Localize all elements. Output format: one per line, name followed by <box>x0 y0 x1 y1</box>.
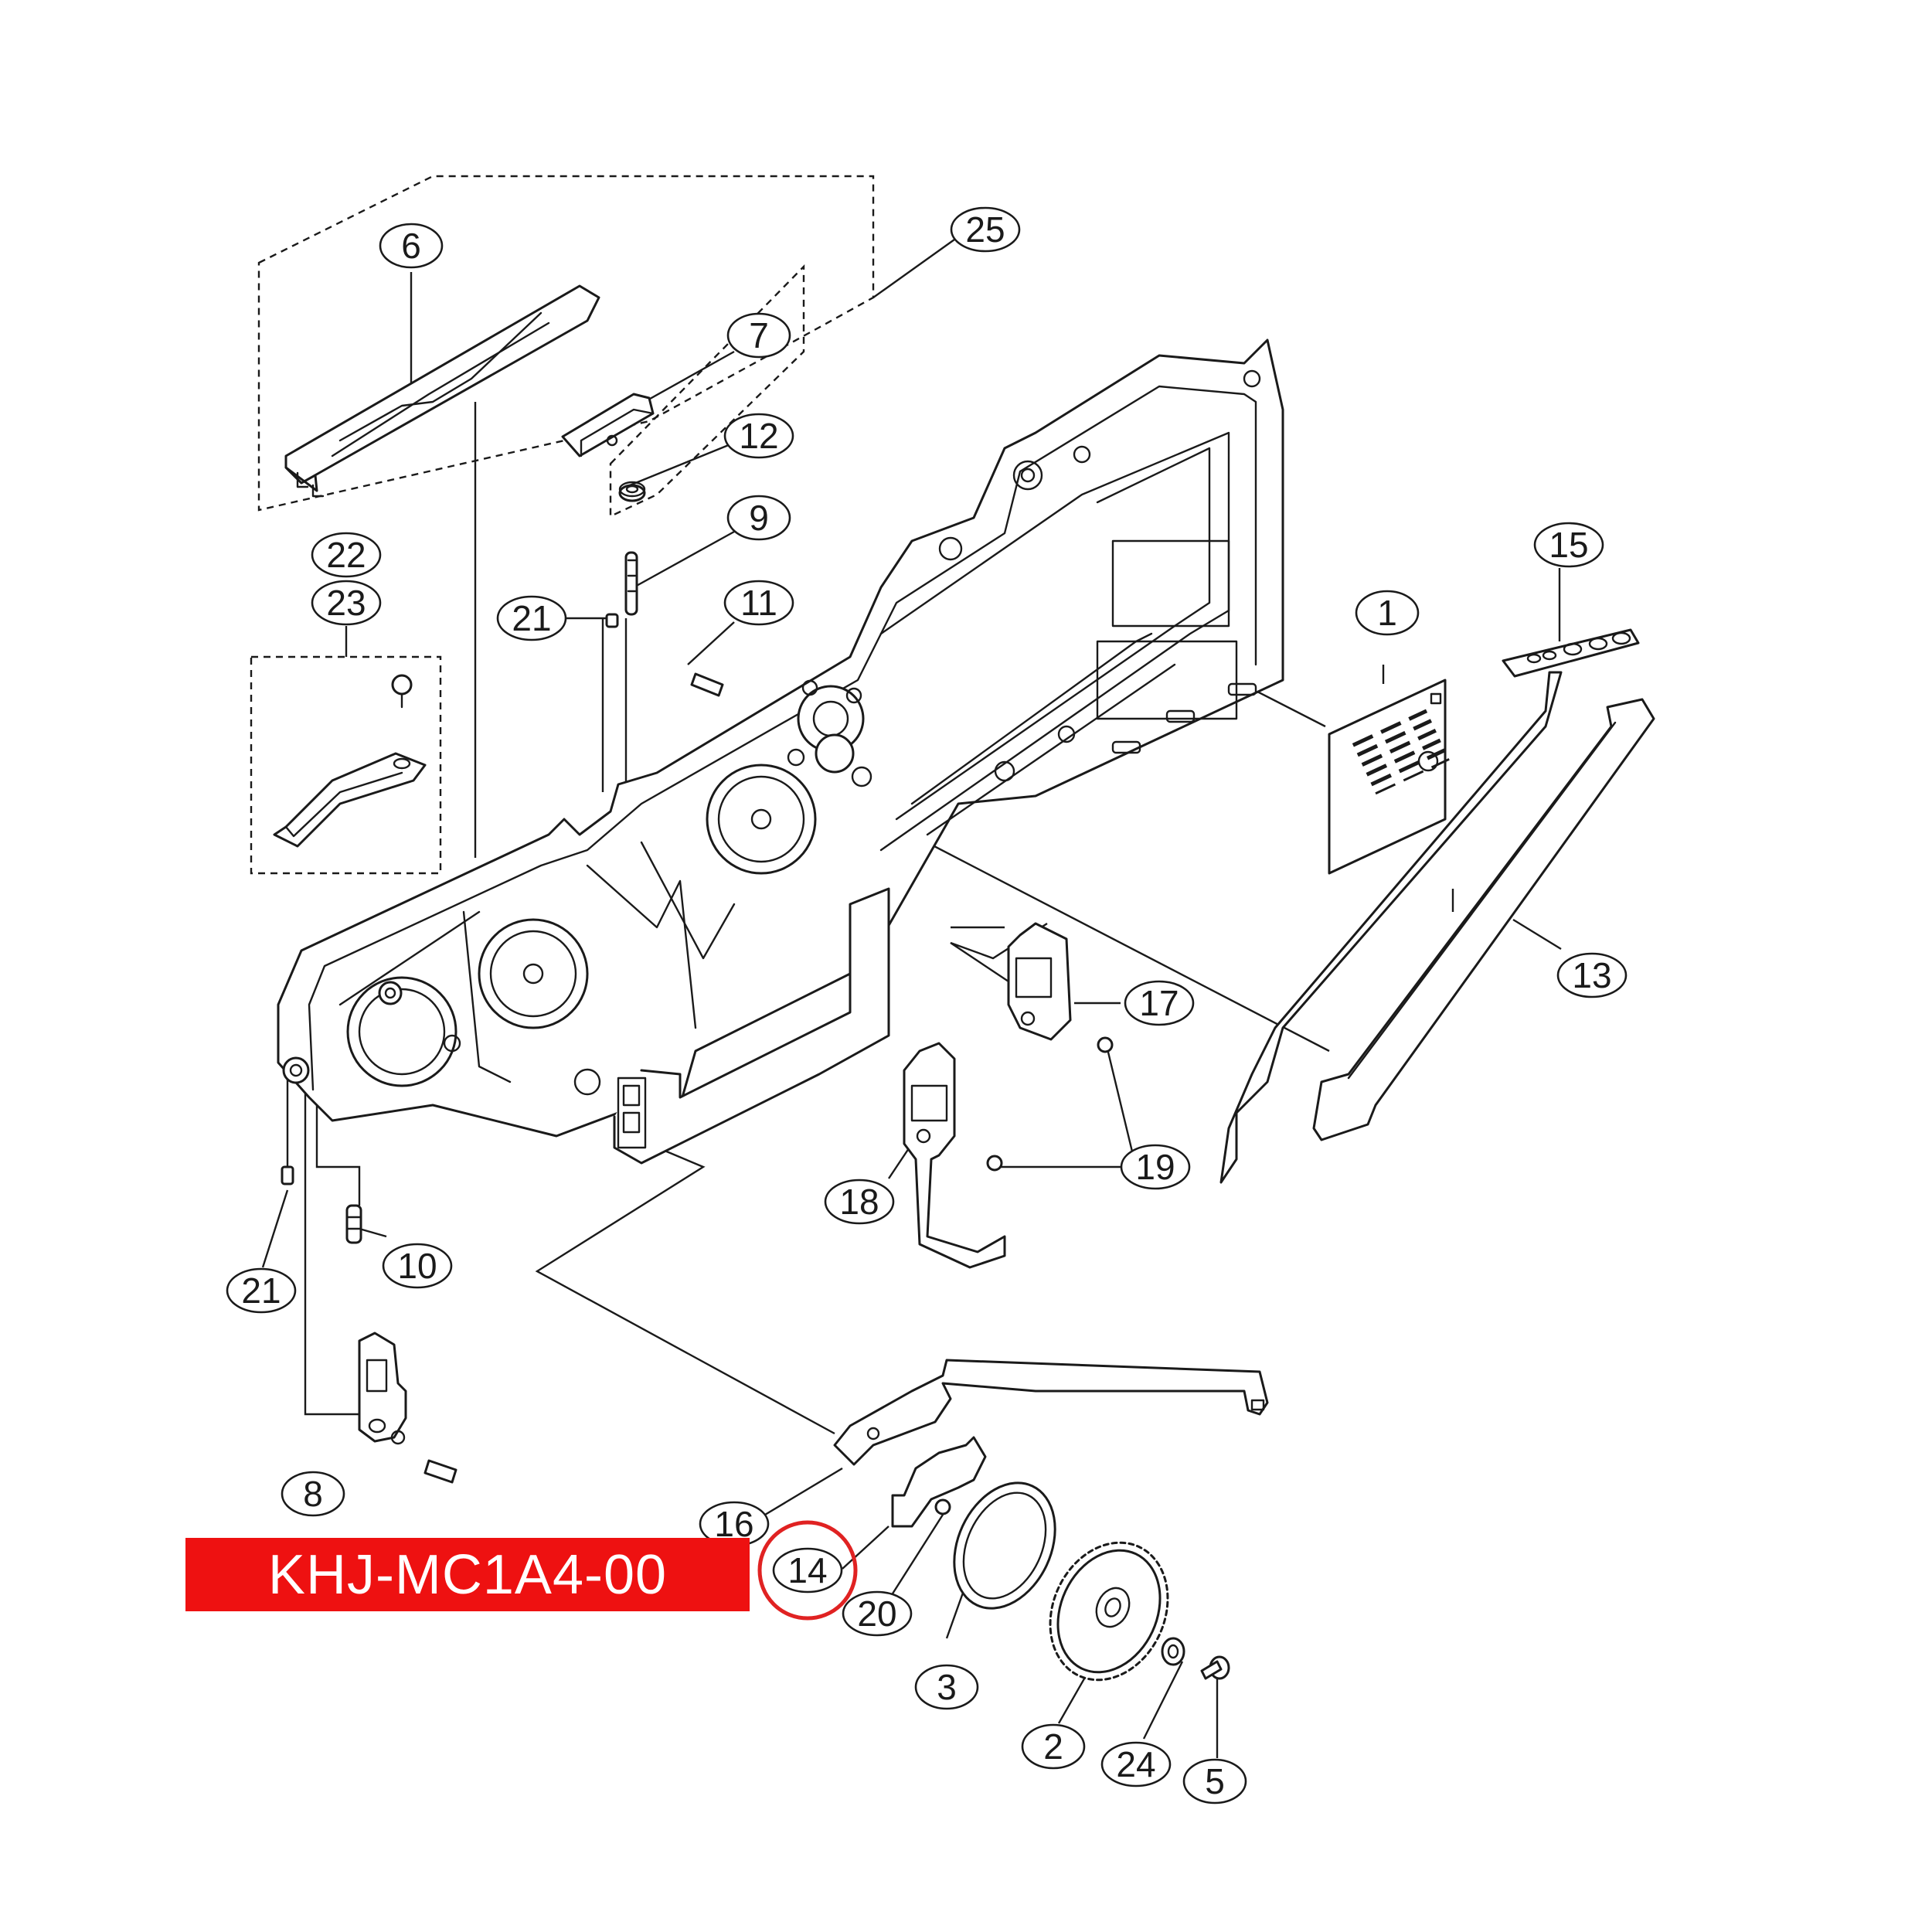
svg-text:18: 18 <box>839 1182 879 1222</box>
part-17-bracket <box>1007 922 1072 1041</box>
callout-18: 18 <box>824 1179 895 1225</box>
assembly-group-22-23-outline <box>250 655 442 875</box>
svg-text:8: 8 <box>303 1474 323 1514</box>
part-24-washer <box>1161 1637 1185 1666</box>
callout-13: 13 <box>1556 952 1628 998</box>
part-19-screws <box>986 1036 1114 1172</box>
callout-19: 19 <box>1120 1144 1191 1190</box>
part-15-top-plate <box>1219 628 1640 1184</box>
svg-text:21: 21 <box>512 598 551 638</box>
part-5-screw <box>1200 1655 1230 1680</box>
svg-text:11: 11 <box>740 583 777 623</box>
callout-21-lower: 21 <box>226 1267 297 1314</box>
callout-16: 16 <box>699 1501 770 1547</box>
part-20-screw <box>934 1498 951 1515</box>
svg-text:14: 14 <box>787 1550 827 1590</box>
svg-text:17: 17 <box>1139 983 1179 1023</box>
assembly-group-7-12-outline <box>609 264 805 518</box>
part-3-ring <box>953 1481 1056 1610</box>
part-22-23-spring-plate <box>273 674 427 848</box>
part-2-sprocket <box>1049 1541 1169 1682</box>
callout-1: 1 <box>1355 590 1420 636</box>
part-1-label-plate <box>1328 679 1450 875</box>
callout-7: 7 <box>726 312 791 359</box>
svg-text:22: 22 <box>326 535 366 575</box>
part-8-latch <box>358 1332 457 1484</box>
part-13-side-cover <box>1312 698 1655 1141</box>
svg-text:2: 2 <box>1043 1726 1063 1767</box>
part-16-cover-arm <box>833 1359 1269 1466</box>
callout-3: 3 <box>914 1664 979 1710</box>
callout-24: 24 <box>1100 1741 1172 1787</box>
callout-8: 8 <box>281 1471 345 1517</box>
svg-text:15: 15 <box>1549 525 1588 565</box>
part-number-banner: KHJ-MC1A4-00 <box>185 1538 750 1611</box>
callout-12: 12 <box>723 413 794 459</box>
part-10-spring <box>345 1204 362 1244</box>
svg-text:6: 6 <box>401 226 421 266</box>
highlight-circle-callout-14 <box>757 1520 858 1621</box>
callout-15: 15 <box>1533 522 1604 568</box>
callout-9: 9 <box>726 495 791 541</box>
svg-text:21: 21 <box>241 1270 281 1311</box>
svg-text:7: 7 <box>749 315 769 355</box>
part-11-pin <box>690 672 724 697</box>
callout-23: 23 <box>311 580 382 626</box>
svg-text:13: 13 <box>1572 955 1611 995</box>
callout-17: 17 <box>1124 980 1195 1026</box>
callout-6: 6 <box>379 223 444 269</box>
callout-10: 10 <box>382 1243 453 1289</box>
part-12-bushing <box>618 481 646 502</box>
svg-text:10: 10 <box>397 1246 437 1286</box>
callout-5: 5 <box>1182 1758 1247 1804</box>
svg-text:9: 9 <box>749 498 769 538</box>
callout-14: 14 <box>772 1547 843 1594</box>
callout-11: 11 <box>723 580 794 626</box>
svg-text:1: 1 <box>1377 593 1397 633</box>
svg-text:3: 3 <box>937 1667 957 1707</box>
callout-2: 2 <box>1021 1723 1086 1770</box>
feeder-main-frame <box>277 338 1284 1165</box>
part-7-bracket <box>561 393 655 457</box>
svg-text:12: 12 <box>739 416 778 456</box>
svg-text:25: 25 <box>965 209 1005 250</box>
part-18-lever <box>903 1042 1006 1269</box>
part-14-curved-guide <box>891 1436 987 1528</box>
svg-text:20: 20 <box>857 1594 896 1634</box>
part-21-set-screw-bottom <box>281 1165 294 1185</box>
part-21-set-screw-top <box>605 613 619 628</box>
svg-text:5: 5 <box>1205 1761 1225 1801</box>
svg-text:16: 16 <box>714 1504 753 1544</box>
svg-text:23: 23 <box>326 583 366 623</box>
part-9-rod <box>624 551 638 616</box>
callout-22: 22 <box>311 532 382 578</box>
svg-text:19: 19 <box>1135 1147 1175 1187</box>
part-6-upper-guide <box>284 284 600 498</box>
callout-20: 20 <box>842 1590 913 1637</box>
callout-21-upper: 21 <box>496 595 567 641</box>
svg-text:24: 24 <box>1116 1744 1155 1784</box>
callout-25: 25 <box>950 206 1021 253</box>
